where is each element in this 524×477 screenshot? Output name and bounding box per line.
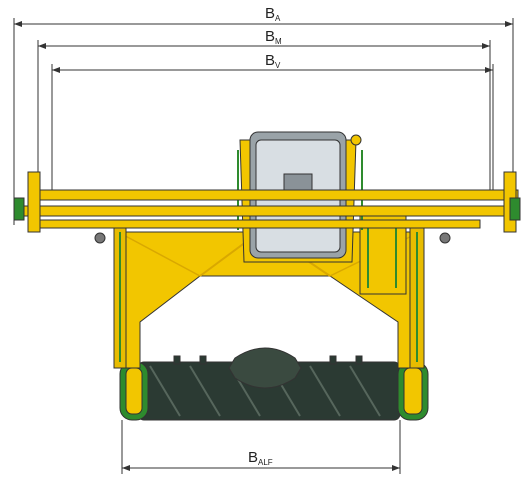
dimension-lines [13, 18, 514, 474]
dimension-arrowheads [14, 21, 513, 471]
left-track [119, 361, 149, 421]
right-track [397, 361, 429, 421]
dimension-label-balf: BALF [248, 449, 273, 467]
dimension-label-bm: BM [265, 28, 282, 46]
dimension-label-ba: BA [265, 5, 281, 23]
dimension-label-bv: BV [265, 52, 281, 70]
machine [13, 131, 521, 421]
drum [137, 347, 401, 421]
upper-beams [13, 171, 521, 233]
